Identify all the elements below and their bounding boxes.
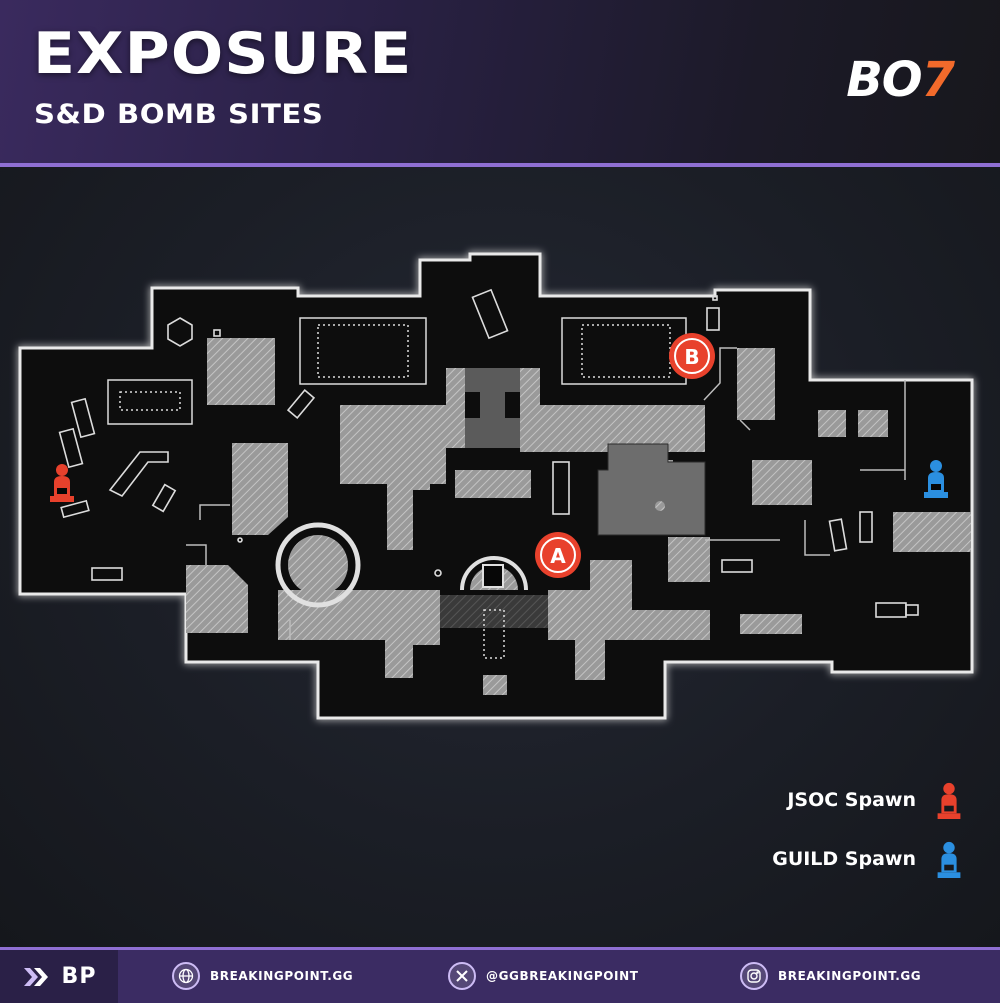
jsoc-spawn-icon <box>50 464 74 502</box>
footer-bar: BP BREAKINGPOINT.GG @GGBREAKINGPOINT BRE… <box>0 947 1000 1003</box>
game-logo-accent: 7 <box>921 52 955 108</box>
round-structures <box>275 501 665 608</box>
legend-jsoc: JSOC Spawn <box>787 780 964 820</box>
guild-spawn-icon <box>937 841 961 878</box>
bomb-site-a-label: A <box>550 544 566 568</box>
bomb-site-a: A <box>535 532 581 578</box>
map-title: EXPOSURE <box>33 21 413 87</box>
x-icon <box>448 962 476 990</box>
legend-guild: GUILD Spawn <box>772 839 964 879</box>
brand-text: BP <box>61 964 97 989</box>
game-logo-main: BO <box>846 52 922 108</box>
website-link[interactable]: BREAKINGPOINT.GG <box>172 961 353 991</box>
instagram-text: BREAKINGPOINT.GG <box>778 969 922 983</box>
center-platforms <box>440 368 706 628</box>
instagram-link[interactable]: BREAKINGPOINT.GG <box>740 961 921 991</box>
legend-guild-label: GUILD Spawn <box>772 848 916 870</box>
bomb-site-b: B <box>669 333 715 379</box>
map-layout: A B <box>18 252 974 720</box>
x-handle-text: @GGBREAKINGPOINT <box>486 969 639 983</box>
x-link[interactable]: @GGBREAKINGPOINT <box>448 961 639 991</box>
props <box>58 288 919 618</box>
brand-logo[interactable]: BP <box>0 950 118 1003</box>
map-subtitle: S&D BOMB SITES <box>34 99 324 130</box>
bomb-site-b-label: B <box>684 345 699 369</box>
instagram-icon <box>740 962 768 990</box>
globe-icon <box>172 962 200 990</box>
guild-spawn-icon <box>924 460 948 498</box>
header-banner: EXPOSURE S&D BOMB SITES BO7 <box>0 0 1000 167</box>
map-area: A B JSOC Spawn GUILD Spa <box>0 167 1000 947</box>
game-logo: BO7 <box>846 56 955 104</box>
legend-jsoc-label: JSOC Spawn <box>787 789 916 811</box>
jsoc-spawn-icon <box>937 782 961 819</box>
website-text: BREAKINGPOINT.GG <box>210 969 354 983</box>
brand-chevron-icon <box>23 967 48 986</box>
structures <box>186 338 971 695</box>
interior-walls <box>186 347 906 640</box>
